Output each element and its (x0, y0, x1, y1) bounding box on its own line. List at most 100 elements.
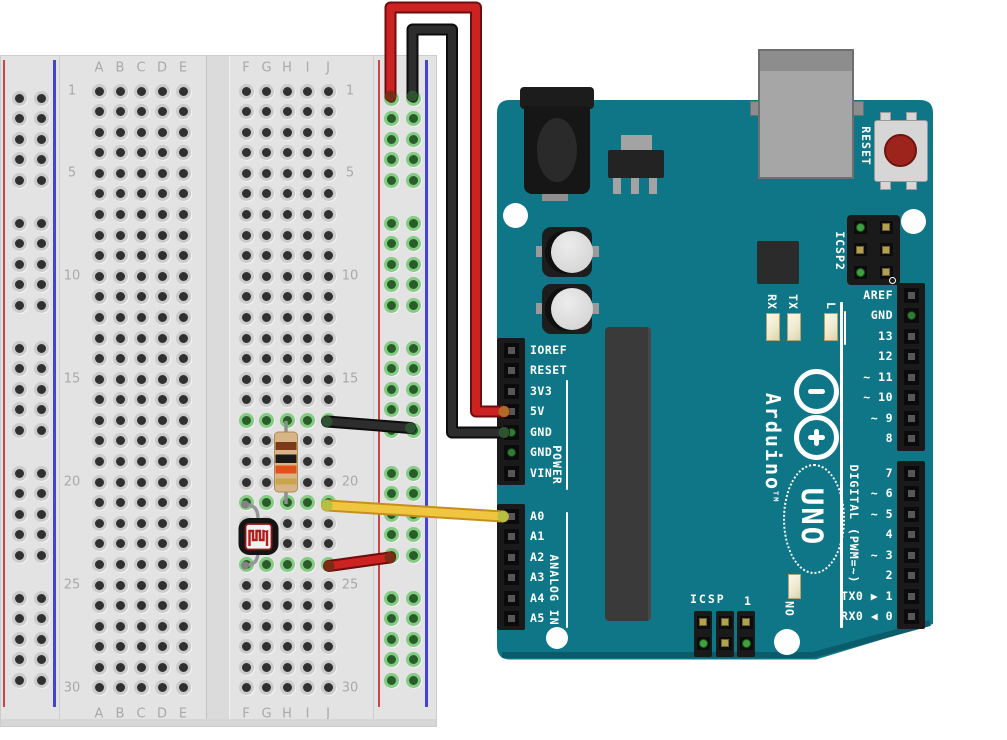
hole-E7[interactable] (175, 207, 191, 223)
hole-J2[interactable] (320, 104, 336, 120)
hole-I7[interactable] (300, 207, 315, 223)
hole-A18[interactable] (91, 433, 107, 449)
pin-a2-analog_pins-2[interactable] (503, 549, 519, 565)
pin-a4-analog_pins-4[interactable] (503, 590, 519, 606)
hole-B23[interactable] (112, 536, 128, 552)
hole-E8[interactable] (175, 227, 191, 243)
icsp2-pin-3[interactable] (853, 265, 867, 279)
hole-D9[interactable] (154, 248, 170, 264)
pin-8-digital_pins_top-7[interactable] (903, 431, 919, 447)
hole-H16[interactable] (279, 392, 295, 408)
rail-left-neg-3[interactable] (33, 131, 49, 147)
pin-a0-analog_pins-0[interactable] (503, 508, 519, 524)
rail-right-pos-23[interactable] (383, 631, 399, 647)
hole-A17[interactable] (91, 412, 107, 428)
hole-E11[interactable] (175, 289, 191, 305)
hole-A23[interactable] (91, 536, 107, 552)
hole-I12[interactable] (300, 309, 315, 325)
hole-A25[interactable] (91, 577, 107, 593)
hole-B13[interactable] (112, 330, 128, 346)
hole-H27[interactable] (279, 618, 295, 634)
hole-G14[interactable] (259, 351, 274, 367)
hole-I21[interactable] (300, 495, 315, 511)
rail-left-pos-21[interactable] (11, 590, 27, 606)
hole-B4[interactable] (112, 145, 128, 161)
hole-A1[interactable] (91, 83, 107, 99)
icsp-pin-4[interactable] (696, 636, 710, 650)
hole-G3[interactable] (259, 124, 274, 140)
rail-left-pos-23[interactable] (11, 631, 27, 647)
rail-left-neg-24[interactable] (33, 652, 49, 668)
hole-I16[interactable] (300, 392, 315, 408)
hole-D15[interactable] (154, 371, 170, 387)
hole-J25[interactable] (320, 577, 336, 593)
rail-left-pos-2[interactable] (11, 111, 27, 127)
hole-G12[interactable] (259, 309, 274, 325)
hole-A14[interactable] (91, 351, 107, 367)
hole-C8[interactable] (133, 227, 149, 243)
hole-D6[interactable] (154, 186, 170, 202)
hole-G2[interactable] (259, 104, 274, 120)
rail-left-pos-17[interactable] (11, 486, 27, 502)
hole-E24[interactable] (175, 556, 191, 572)
rail-left-neg-1[interactable] (33, 90, 49, 106)
rail-right-neg-19[interactable] (405, 527, 421, 543)
hole-D20[interactable] (154, 474, 170, 490)
rail-left-neg-11[interactable] (33, 340, 49, 356)
hole-I26[interactable] (300, 598, 315, 614)
rail-left-neg-2[interactable] (33, 111, 49, 127)
hole-E9[interactable] (175, 248, 191, 264)
hole-D28[interactable] (154, 639, 170, 655)
icsp2-pin-1[interactable] (853, 220, 867, 234)
hole-J27[interactable] (320, 618, 336, 634)
hole-C2[interactable] (133, 104, 149, 120)
hole-B27[interactable] (112, 618, 128, 634)
hole-E13[interactable] (175, 330, 191, 346)
hole-E29[interactable] (175, 659, 191, 675)
hole-B9[interactable] (112, 248, 128, 264)
hole-H28[interactable] (279, 639, 295, 655)
hole-C11[interactable] (133, 289, 149, 305)
hole-G20[interactable] (259, 474, 274, 490)
hole-D4[interactable] (154, 145, 170, 161)
rail-right-pos-22[interactable] (383, 611, 399, 627)
pin-12-digital_pins_top-3[interactable] (903, 349, 919, 365)
icsp2-pin-5[interactable] (879, 243, 893, 256)
hole-F1[interactable] (238, 83, 254, 99)
rail-left-pos-3[interactable] (11, 131, 27, 147)
hole-B30[interactable] (112, 680, 128, 696)
hole-G15[interactable] (259, 371, 274, 387)
hole-D18[interactable] (154, 433, 170, 449)
hole-G19[interactable] (259, 454, 274, 470)
hole-D7[interactable] (154, 207, 170, 223)
reset-button[interactable] (883, 133, 917, 167)
hole-F3[interactable] (238, 124, 254, 140)
hole-C19[interactable] (133, 454, 149, 470)
hole-E14[interactable] (175, 351, 191, 367)
hole-A3[interactable] (91, 124, 107, 140)
hole-G16[interactable] (259, 392, 274, 408)
rail-left-pos-19[interactable] (11, 527, 27, 543)
hole-B7[interactable] (112, 207, 128, 223)
hole-I27[interactable] (300, 618, 315, 634)
pin-10-digital_pins_top-5[interactable] (903, 390, 919, 406)
rail-left-neg-8[interactable] (33, 256, 49, 272)
hole-D1[interactable] (154, 83, 170, 99)
hole-B15[interactable] (112, 371, 128, 387)
hole-J11[interactable] (320, 289, 336, 305)
hole-F13[interactable] (238, 330, 254, 346)
hole-J10[interactable] (320, 268, 336, 284)
rail-left-pos-8[interactable] (11, 256, 27, 272)
rail-left-pos-7[interactable] (11, 236, 27, 252)
hole-H22[interactable] (279, 515, 295, 531)
hole-A16[interactable] (91, 392, 107, 408)
hole-B6[interactable] (112, 186, 128, 202)
pin-vin-power_pins-6[interactable] (503, 465, 519, 481)
hole-B5[interactable] (112, 165, 128, 181)
pin-11-digital_pins_top-4[interactable] (903, 369, 919, 385)
icsp-pin-2[interactable] (718, 615, 732, 629)
hole-F4[interactable] (238, 145, 254, 161)
hole-G9[interactable] (259, 248, 274, 264)
pin-9-digital_pins_top-6[interactable] (903, 410, 919, 426)
